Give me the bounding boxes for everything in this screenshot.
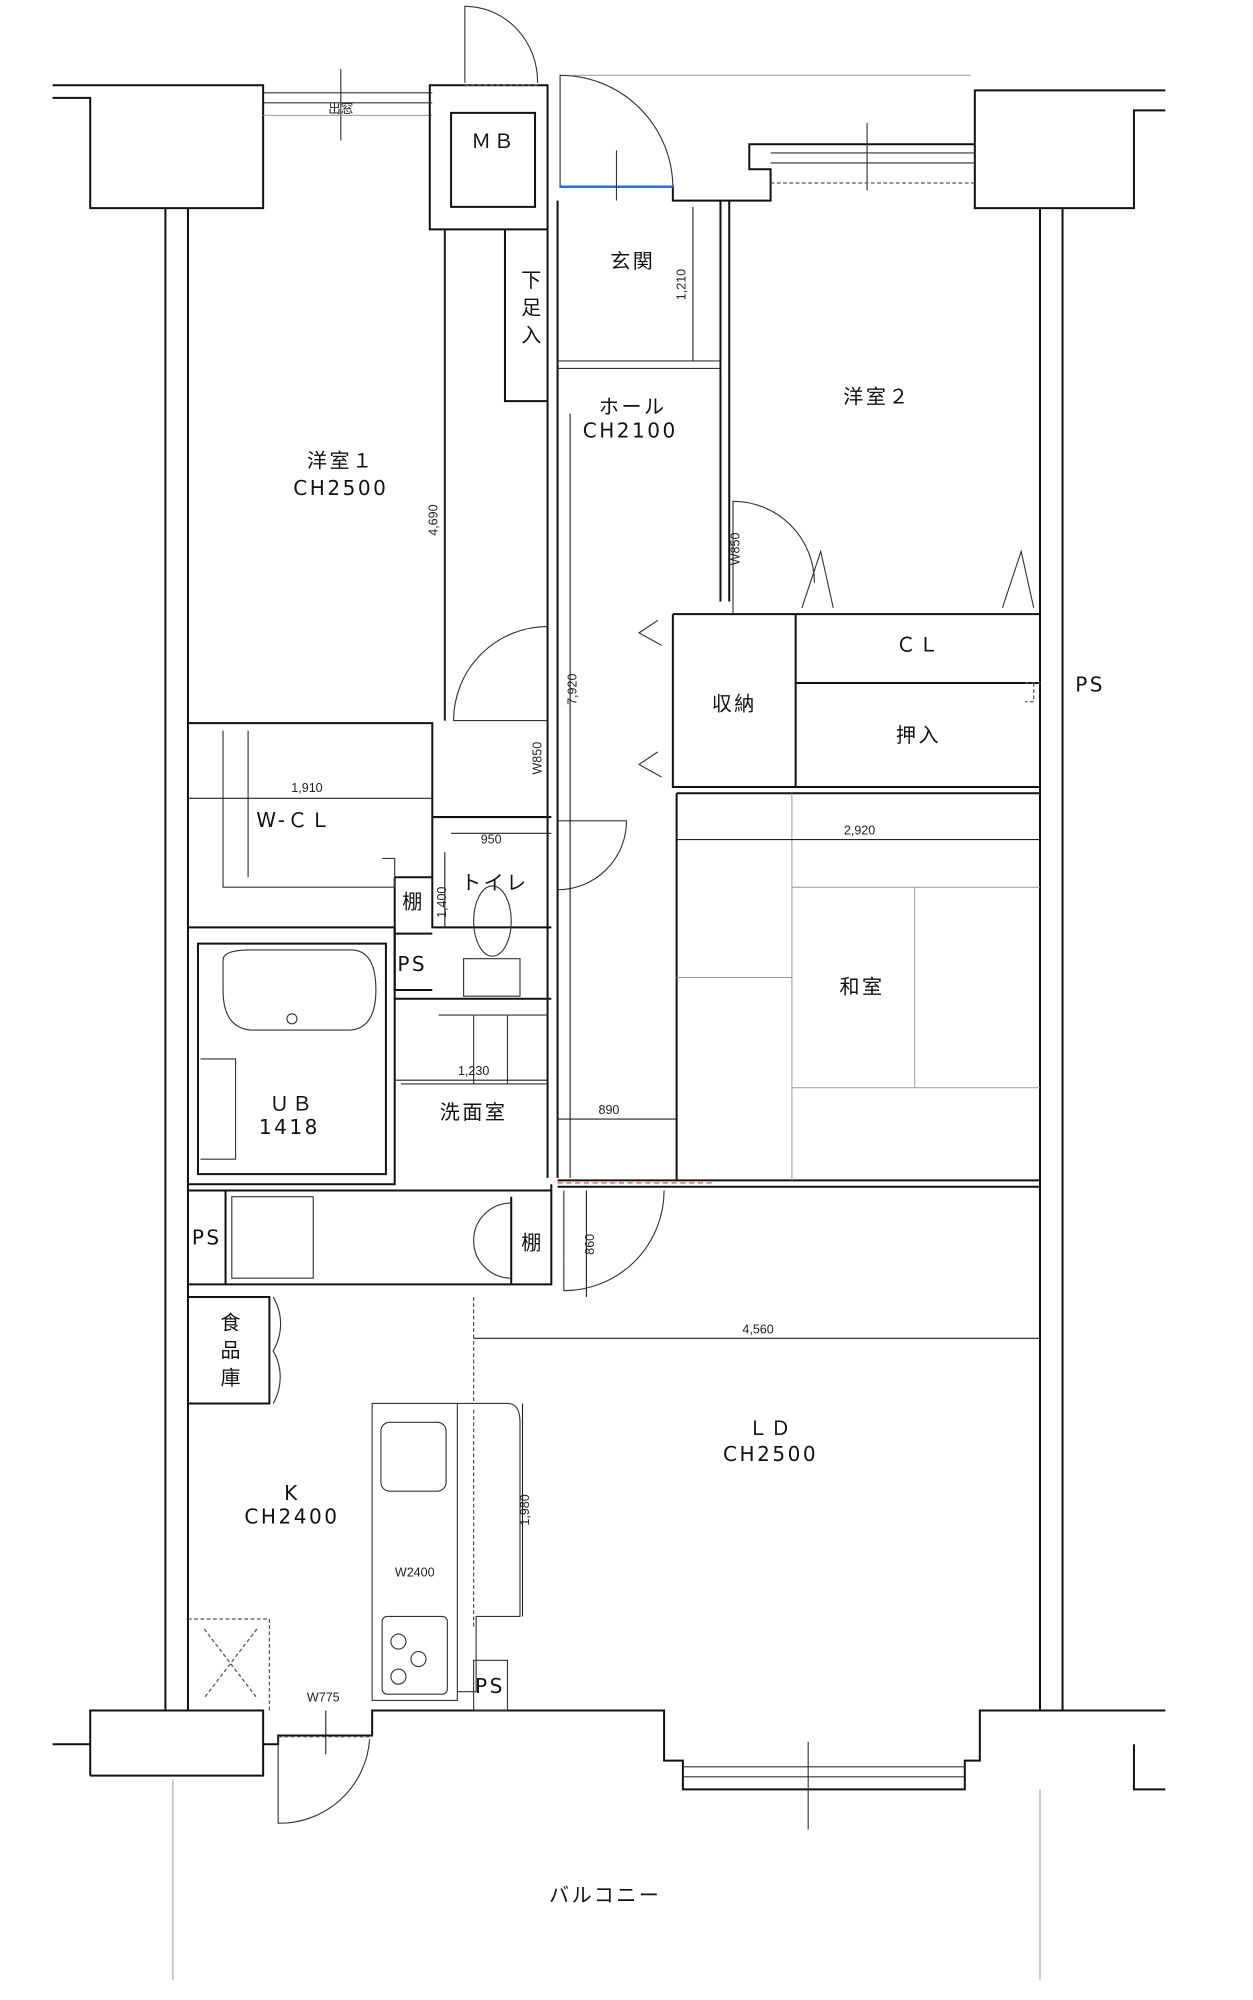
room-label-ps3: PS [475, 1674, 505, 1698]
room-label-youshitsu2: 洋室２ [843, 385, 911, 409]
room-label-balcony: バルコニー [549, 1883, 661, 1907]
mb-closet: ＭＢ [428, 5, 549, 231]
dim-hall: 7,920 [565, 674, 579, 705]
room-label-cl: ＣＬ [896, 633, 941, 657]
room-label-ub: ＵＢ [269, 1091, 314, 1115]
dim-kitchen-width: W2400 [395, 1565, 435, 1579]
pantry-label: 食 [221, 1311, 244, 1335]
bay-window-label: 出窓 [328, 101, 353, 116]
hall-ceiling-height: CH2100 [583, 418, 678, 442]
room-label-tana2: 棚 [521, 1230, 544, 1254]
dim-door-balcony: W775 [307, 1691, 340, 1705]
room-label-ld: ＬＤ [748, 1416, 793, 1440]
outer-walls [52, 84, 1166, 1791]
room-label-toilet: トイレ [461, 871, 529, 895]
dim-door-youshitsu1: W850 [530, 742, 544, 775]
kitchen-block [187, 1295, 521, 1824]
dim-kitchen-depth: 1,980 [518, 1494, 532, 1525]
dim-door-youshitsu2: W850 [728, 533, 742, 566]
room-label-mb: ＭＢ [471, 129, 516, 153]
dim-washitsu: 2,920 [844, 824, 875, 838]
dim-toilet-width: 950 [481, 832, 502, 846]
room-label-shuno: 収納 [712, 692, 757, 716]
room-label-oshiire: 押入 [896, 723, 941, 747]
dimension-labels: 1,210 4,690 7,920 W850 W850 1,910 950 1,… [291, 269, 875, 1705]
balcony-window [682, 1741, 965, 1830]
room-label-senmen: 洗面室 [440, 1100, 508, 1124]
room-label-ps1: PS [397, 952, 427, 976]
ub-size: 1418 [259, 1115, 320, 1139]
tatami-lines [676, 793, 1040, 1181]
right-top-window [770, 122, 975, 191]
dim-ld: 4,560 [742, 1322, 773, 1336]
room-labels: 出窓 玄関 下 足 入 ホール CH2100 洋室１ CH2500 洋室２ ＣＬ… [192, 101, 1105, 1907]
room-label-washitsu: 和室 [840, 975, 885, 999]
entrance-door[interactable] [559, 74, 674, 201]
dimension-lines [187, 206, 1040, 1755]
shoe-closet-label: 下 [521, 268, 544, 292]
room-label-youshitsu1: 洋室１ [307, 448, 375, 472]
room-label-wcl: W-ＣＬ [256, 808, 332, 832]
room-label-tana1: 棚 [402, 890, 425, 914]
room-label-ps-right: PS [1075, 673, 1105, 697]
room-label-ps2: PS [192, 1225, 222, 1249]
dim-toilet-depth: 1,400 [435, 887, 449, 918]
top-window [263, 69, 433, 141]
pantry-label: 庫 [221, 1366, 244, 1390]
ld-ceiling-height: CH2500 [723, 1442, 818, 1466]
doors [453, 626, 715, 1292]
room-label-k: K [284, 1481, 300, 1505]
west-block-walls [187, 722, 553, 1286]
dim-genkan: 1,210 [674, 269, 688, 300]
pantry-label: 品 [221, 1338, 244, 1362]
dim-senmen: 1,230 [458, 1064, 489, 1078]
dim-youshitsu1: 4,690 [426, 504, 440, 535]
shoe-closet-label: 入 [521, 323, 544, 347]
k-ceiling-height: CH2400 [244, 1505, 339, 1529]
dim-door-ld: 860 [583, 1234, 597, 1255]
shoe-closet-label: 足 [521, 296, 544, 320]
dim-hall-width: 890 [599, 1103, 620, 1117]
dim-wcl: 1,910 [291, 781, 322, 795]
balcony-rail [172, 1779, 1041, 1980]
youshitsu1-ceiling-height: CH2500 [293, 476, 388, 500]
room-label-hall: ホール [599, 395, 667, 419]
room-label-genkan: 玄関 [610, 249, 655, 273]
